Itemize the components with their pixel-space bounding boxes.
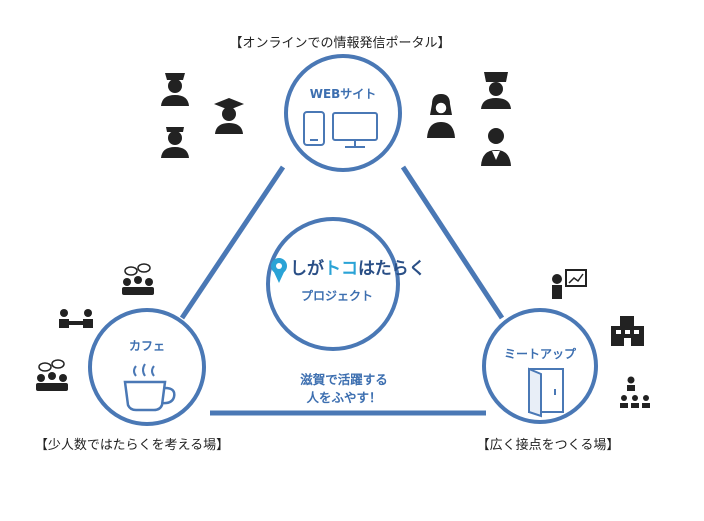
businesswoman-icon xyxy=(427,94,455,138)
monitor-icon xyxy=(332,112,378,148)
chef-icon xyxy=(481,72,511,109)
link-web-cafe xyxy=(179,165,286,320)
smartphone-icon xyxy=(303,111,325,146)
group-chat-icon xyxy=(122,263,154,295)
logo-part-1: しが xyxy=(290,258,324,279)
graduate-icon xyxy=(214,98,244,134)
web-node-title: WEBサイト xyxy=(310,87,377,101)
cafe-node-title: カフェ xyxy=(129,339,165,353)
police-officer-icon xyxy=(161,73,189,106)
doctor-icon xyxy=(481,128,511,166)
meetup-node: ミートアップ xyxy=(482,308,598,424)
cafe-node: カフェ xyxy=(88,308,206,426)
web-node: WEBサイト xyxy=(284,54,402,172)
location-pin-icon xyxy=(271,258,287,283)
meetup-node-title: ミートアップ xyxy=(504,346,577,361)
cafe-place-label: 【少人数ではたらくを考える場】 xyxy=(35,438,229,453)
coffee-cup-icon xyxy=(123,363,176,412)
web-portal-label: 【オンラインでの情報発信ポータル】 xyxy=(229,36,450,51)
meetup-place-label: 【広く接点をつくる場】 xyxy=(477,437,620,453)
meeting-table-icon xyxy=(59,309,93,328)
building-icon xyxy=(611,316,644,346)
slogan-line-2: 人をふやす！ xyxy=(306,390,381,405)
presentation-icon xyxy=(552,269,587,299)
project-logo: しがトコはたらく xyxy=(290,258,426,279)
seminar-icon xyxy=(620,376,650,408)
project-subtitle: プロジェクト xyxy=(301,288,373,303)
logo-part-3: はたらく xyxy=(358,259,426,279)
group-chat-icon xyxy=(36,359,68,391)
center-node: しがトコはたらく プロジェクト xyxy=(266,217,426,351)
nurse-icon xyxy=(161,127,189,158)
link-web-meetup xyxy=(400,165,505,320)
slogan-line-1: 滋賀で活躍する xyxy=(300,372,388,387)
logo-part-2: トコ xyxy=(324,259,358,279)
door-icon xyxy=(528,367,564,418)
